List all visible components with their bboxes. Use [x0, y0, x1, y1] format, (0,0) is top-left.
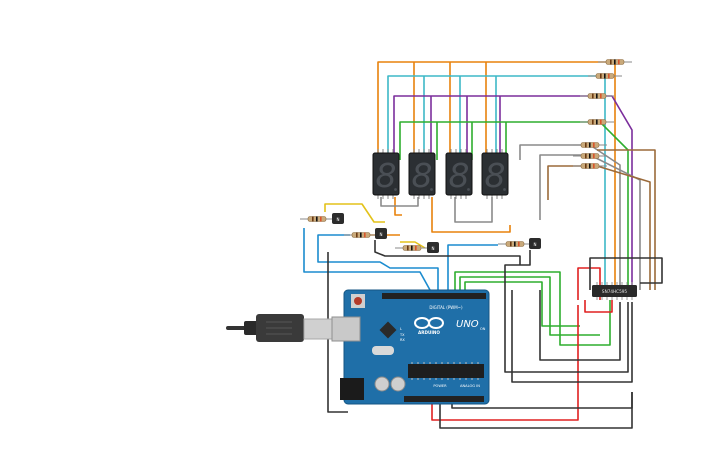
npn-transistor[interactable]: N — [529, 238, 541, 249]
l-label: L — [400, 327, 402, 331]
transistor-label: N — [380, 232, 383, 237]
tx-label: TX — [399, 333, 405, 337]
wire-brown[interactable] — [547, 165, 651, 290]
analog-label: ANALOG IN — [460, 384, 480, 388]
wire-black[interactable] — [327, 252, 348, 413]
wire-blue[interactable] — [447, 244, 498, 290]
crystal — [372, 346, 394, 355]
npn-transistor[interactable]: N — [375, 228, 387, 239]
resistor[interactable] — [573, 153, 607, 159]
transistor-label: N — [534, 242, 537, 247]
seven-segment-display[interactable]: 8 — [372, 149, 400, 199]
transistor-label: N — [337, 217, 340, 222]
npn-transistor[interactable]: N — [427, 242, 439, 253]
wire-orange[interactable] — [431, 197, 511, 233]
wire-gray[interactable] — [454, 197, 493, 223]
decimal-point — [503, 188, 506, 191]
capacitor — [390, 376, 406, 392]
decimal-point — [430, 188, 433, 191]
shift-register-chip[interactable]: SN74HC595 — [592, 282, 637, 300]
wire-gray[interactable] — [380, 197, 419, 207]
wire-red[interactable] — [577, 267, 601, 300]
resistor[interactable] — [598, 59, 632, 65]
digital-header — [382, 293, 486, 299]
seven-segment-display[interactable]: 8 — [408, 149, 436, 199]
resistor[interactable] — [344, 232, 378, 238]
seven-segment-display-group: 8 8 8 8 — [372, 149, 509, 199]
atmega-chip — [408, 364, 484, 378]
power-analog-header — [404, 396, 484, 402]
arduino-logo — [414, 317, 444, 329]
wire-black[interactable] — [511, 290, 633, 383]
wire-black[interactable] — [589, 257, 663, 290]
transistor-label: N — [432, 246, 435, 251]
wire-black[interactable] — [539, 290, 621, 361]
seven-segment-glyph: 8 — [376, 156, 397, 195]
model-label: UNO — [456, 319, 479, 330]
seven-segment-glyph: 8 — [412, 156, 433, 195]
rx-label: RX — [400, 338, 405, 342]
decimal-point — [467, 188, 470, 191]
arduino-uno-board[interactable]: DIGITAL (PWM~) L TX RX ON ARDUINO UNO PO… — [331, 289, 490, 405]
wire-yellow[interactable] — [400, 241, 426, 249]
resistor-group — [300, 59, 632, 251]
resistor[interactable] — [580, 119, 614, 125]
wire-brown[interactable] — [597, 149, 656, 290]
wire-black[interactable] — [504, 250, 629, 373]
npn-transistor[interactable]: N — [332, 213, 344, 224]
resistor[interactable] — [300, 216, 334, 222]
seven-segment-display[interactable]: 8 — [445, 149, 473, 199]
wire-blue[interactable] — [303, 228, 431, 291]
brand-label: ARDUINO — [418, 330, 440, 335]
decimal-point — [394, 188, 397, 191]
wire-green[interactable] — [459, 276, 600, 336]
seven-segment-glyph: 8 — [449, 156, 470, 195]
resistor[interactable] — [573, 163, 607, 169]
power-label: POWER — [433, 384, 447, 388]
resistor[interactable] — [498, 241, 532, 247]
wire-yellow[interactable] — [324, 203, 385, 223]
wire-blue[interactable] — [317, 234, 350, 252]
wire-black[interactable] — [374, 240, 521, 265]
wire-orange[interactable] — [377, 61, 616, 290]
wire-orange[interactable] — [394, 197, 402, 216]
wire-green[interactable] — [464, 281, 580, 327]
resistor[interactable] — [573, 142, 607, 148]
usb-cable[interactable] — [226, 314, 335, 342]
wire-red[interactable] — [431, 305, 579, 421]
capacitor — [374, 376, 390, 392]
resistor[interactable] — [588, 73, 622, 79]
resistor[interactable] — [580, 93, 614, 99]
on-label: ON — [480, 327, 486, 331]
power-jack — [340, 378, 364, 400]
wire-green[interactable] — [454, 271, 611, 346]
wire-blue[interactable] — [317, 252, 439, 290]
chip-label: SN74HC595 — [602, 289, 628, 294]
wire-red[interactable] — [584, 300, 613, 313]
usb-port — [331, 316, 361, 342]
seven-segment-glyph: 8 — [485, 156, 506, 195]
seven-segment-display[interactable]: 8 — [481, 149, 509, 199]
wire-black[interactable] — [439, 392, 633, 429]
resistor[interactable] — [395, 245, 429, 251]
transistor-group: N N N N — [332, 213, 541, 253]
digital-label: DIGITAL (PWM~) — [429, 305, 463, 310]
